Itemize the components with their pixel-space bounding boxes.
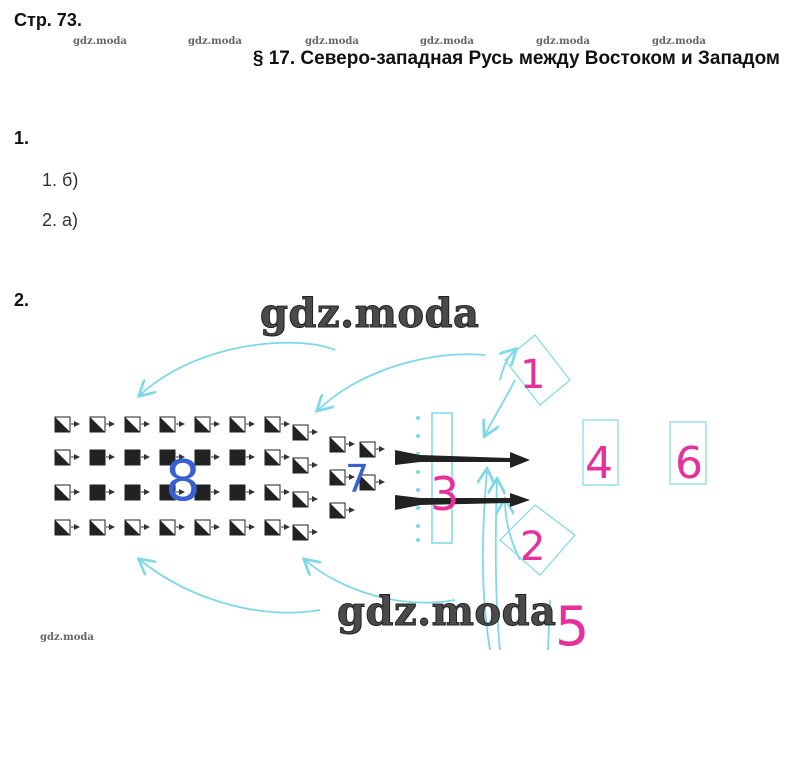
knight-marker bbox=[124, 449, 150, 466]
knight-marker bbox=[54, 449, 80, 466]
knight-marker bbox=[159, 416, 185, 433]
label-8: 8 bbox=[165, 449, 201, 514]
watermark: gdz.moda bbox=[652, 36, 706, 47]
knight-marker bbox=[54, 519, 80, 536]
knight-marker bbox=[229, 484, 255, 501]
knight-marker bbox=[264, 519, 290, 536]
russian-line bbox=[416, 412, 453, 544]
knight-marker bbox=[229, 449, 255, 466]
task-2-number: 2. bbox=[14, 290, 30, 310]
label-6: 6 bbox=[675, 438, 703, 489]
knight-marker bbox=[359, 441, 385, 458]
dark-arrows bbox=[395, 450, 530, 510]
knight-marker bbox=[292, 491, 318, 508]
watermark: gdz.moda bbox=[536, 36, 590, 47]
knight-marker bbox=[292, 524, 318, 541]
knight-marker bbox=[124, 519, 150, 536]
knight-marker bbox=[89, 484, 115, 501]
label-5: 5 bbox=[555, 595, 589, 658]
page-number: Стр. 73. bbox=[14, 10, 82, 30]
label-2: 2 bbox=[520, 524, 545, 570]
knight-marker bbox=[54, 416, 80, 433]
knight-marker bbox=[329, 436, 355, 453]
pink-boxes bbox=[499, 334, 707, 576]
knight-marker bbox=[264, 416, 290, 433]
large-watermark: gdz.moda bbox=[259, 290, 480, 338]
task-1-answer-2: 2. а) bbox=[42, 210, 79, 230]
knight-marker bbox=[292, 457, 318, 474]
handwritten-labels: 1 2 3 4 5 6 7 8 bbox=[165, 352, 703, 658]
knight-marker bbox=[329, 469, 355, 486]
knight-marker bbox=[54, 484, 80, 501]
watermark: gdz.moda bbox=[40, 632, 94, 643]
label-1: 1 bbox=[520, 352, 545, 398]
large-watermark: gdz.moda bbox=[336, 588, 557, 636]
task-1-number: 1. bbox=[14, 128, 30, 148]
watermark: gdz.moda bbox=[73, 36, 127, 47]
knight-marker bbox=[264, 449, 290, 466]
knight-marker bbox=[329, 502, 355, 519]
knight-marker bbox=[194, 449, 220, 466]
knight-marker bbox=[264, 484, 290, 501]
knight-marker bbox=[89, 449, 115, 466]
knight-formation bbox=[54, 416, 385, 541]
watermark: gdz.moda bbox=[305, 36, 359, 47]
label-3: 3 bbox=[430, 467, 459, 521]
knight-marker bbox=[194, 416, 220, 433]
knight-marker bbox=[194, 484, 220, 501]
knight-marker bbox=[194, 519, 220, 536]
knight-marker bbox=[292, 424, 318, 441]
knight-marker bbox=[159, 449, 185, 466]
knight-marker bbox=[159, 484, 185, 501]
label-7: 7 bbox=[345, 457, 369, 501]
knight-marker bbox=[89, 416, 115, 433]
knight-marker bbox=[124, 484, 150, 501]
task-1-answer-1: 1. б) bbox=[42, 170, 79, 190]
knight-marker bbox=[124, 416, 150, 433]
section-title: § 17. Северо-западная Русь между Востоко… bbox=[252, 48, 780, 69]
knight-marker bbox=[229, 416, 255, 433]
knight-marker bbox=[89, 519, 115, 536]
knight-marker bbox=[359, 474, 385, 491]
label-4: 4 bbox=[585, 438, 613, 489]
watermark: gdz.moda bbox=[188, 36, 242, 47]
knight-marker bbox=[229, 519, 255, 536]
watermark: gdz.moda bbox=[420, 36, 474, 47]
knight-marker bbox=[159, 519, 185, 536]
